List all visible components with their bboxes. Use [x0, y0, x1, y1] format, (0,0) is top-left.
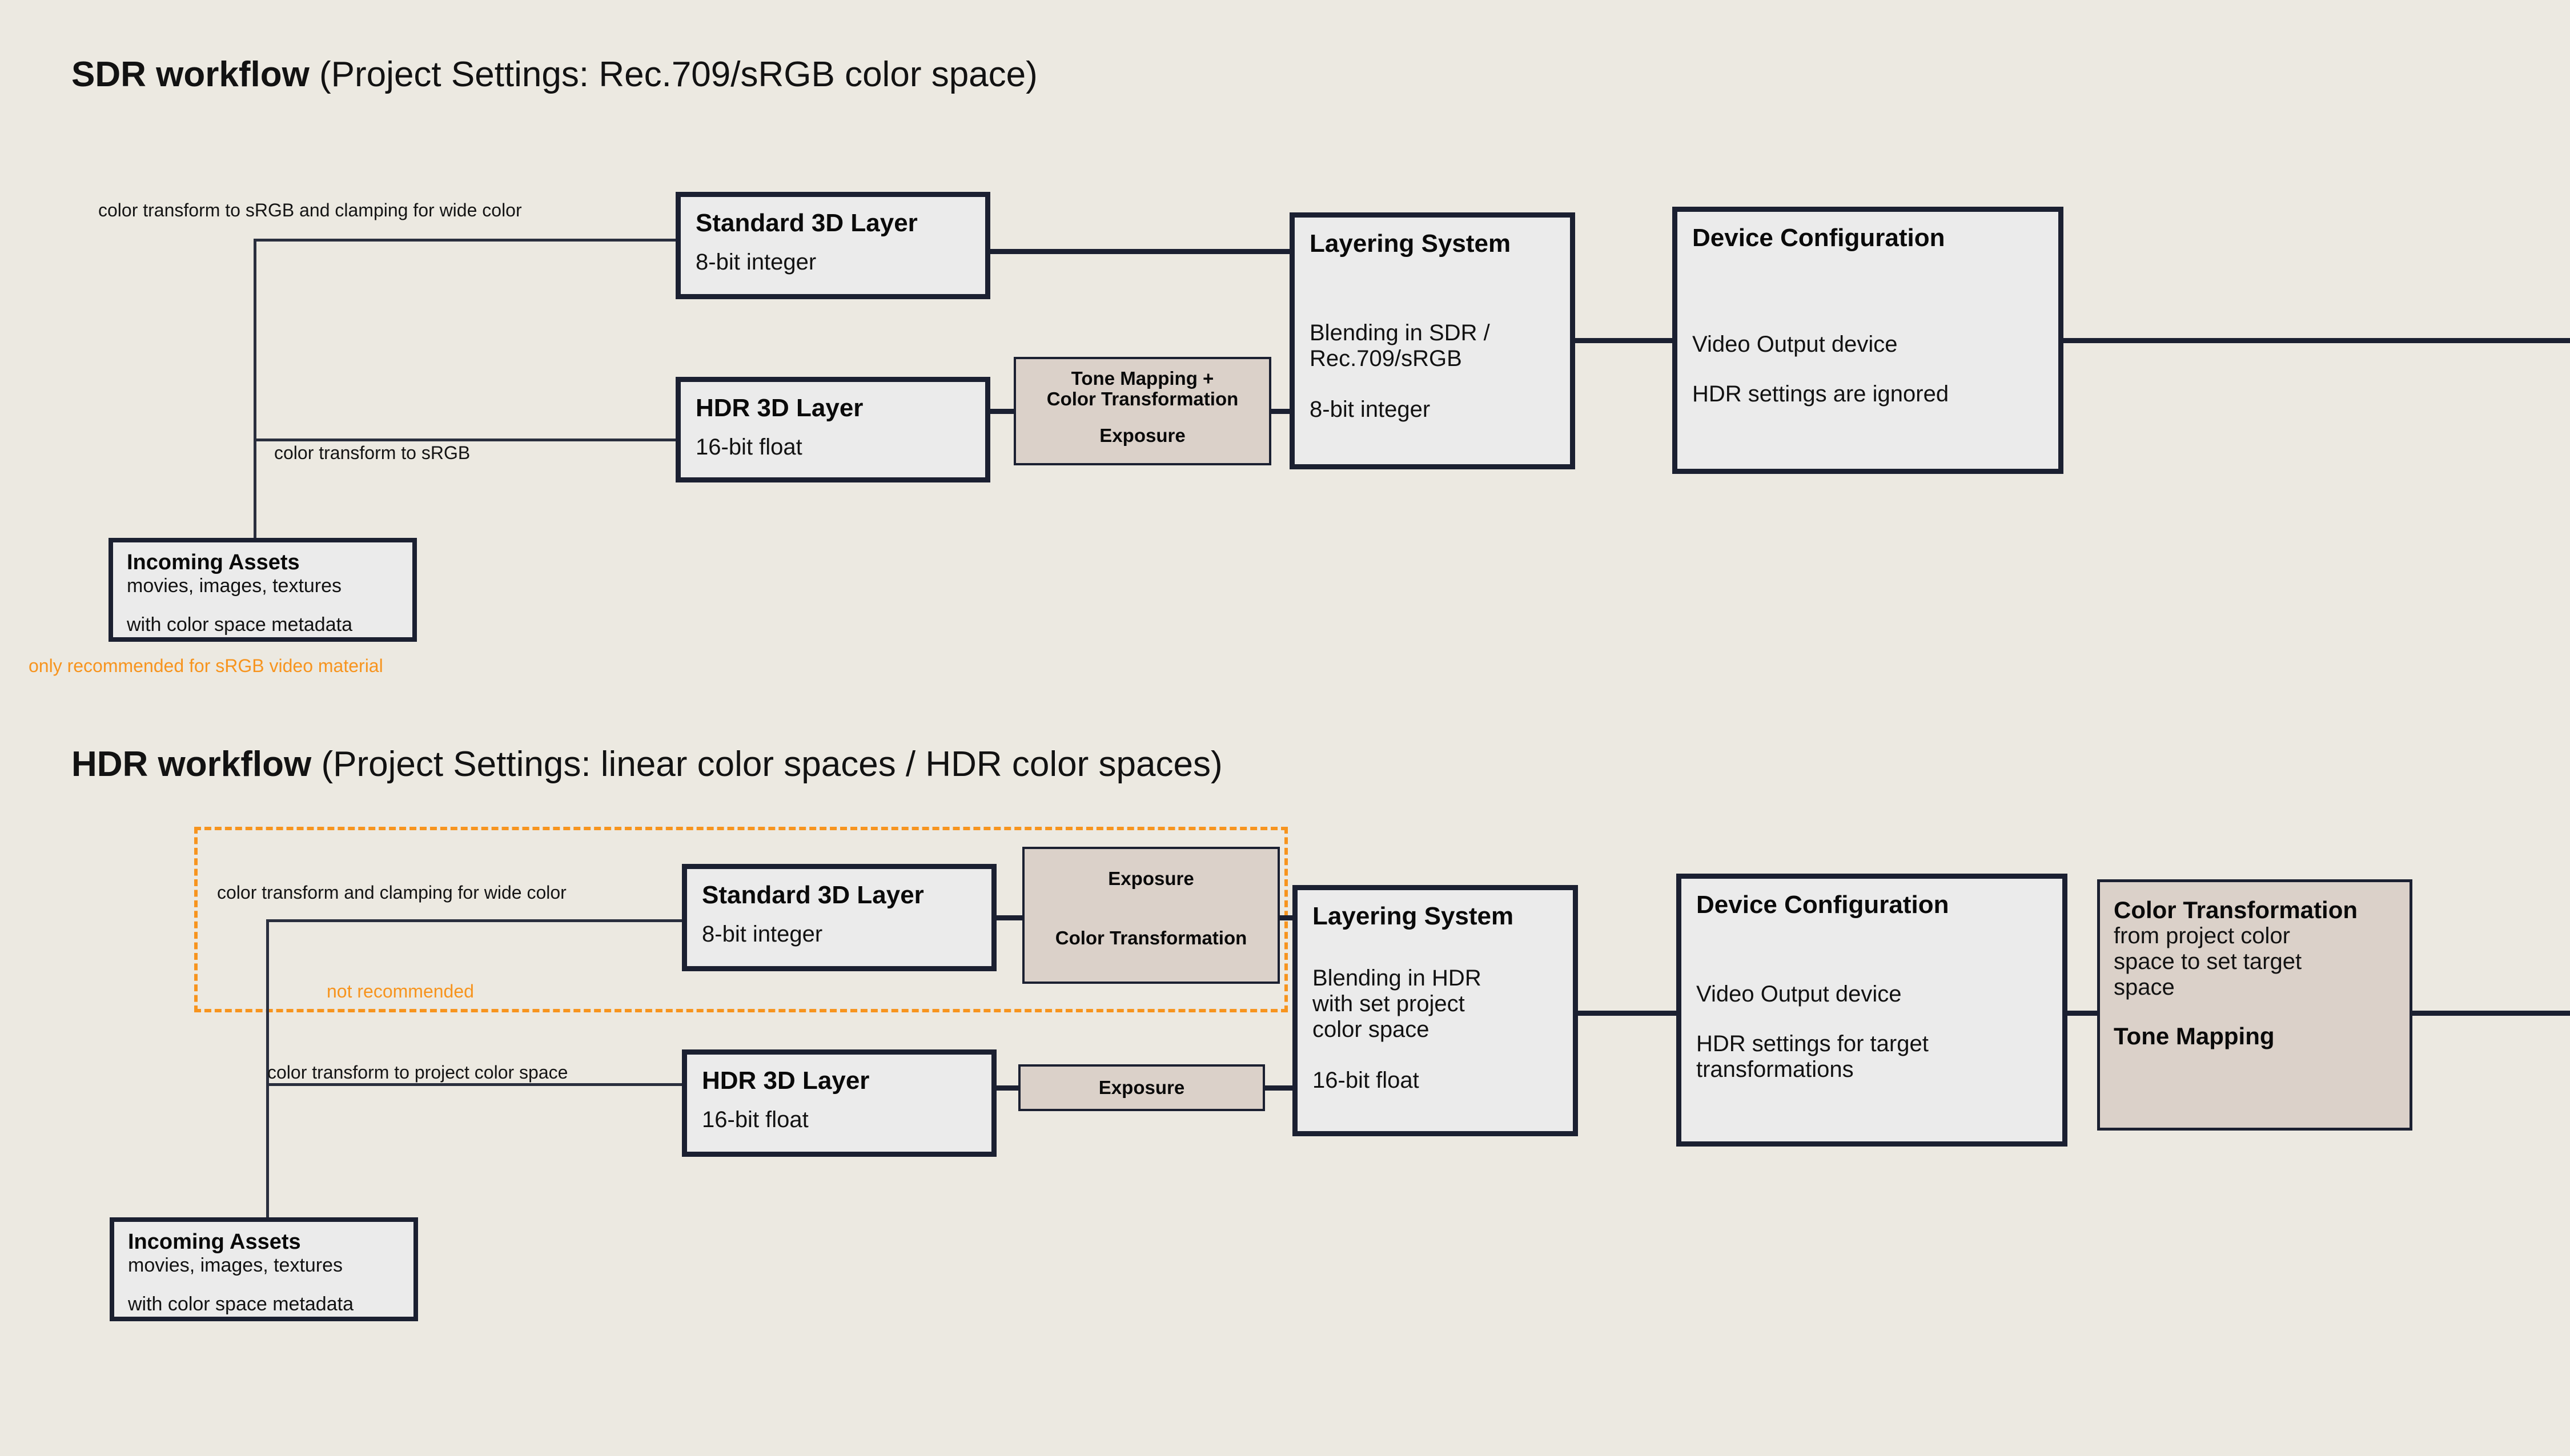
hdr-not-recommended-label: not recommended [327, 981, 474, 1001]
sdr-link-layering-to-device [1571, 338, 1677, 343]
hdr-assets-sub2: with color space metadata [128, 1293, 354, 1315]
hdr-exposure-bottom-line1: Exposure [1098, 1077, 1185, 1099]
sdr-assets-title: Incoming Assets [127, 550, 300, 574]
hdr-colortransform-title: Color Transformation [2114, 896, 2358, 923]
sdr-tone-mapping-line2: Color Transformation [1046, 388, 1239, 409]
sdr-link-standard-to-layering [986, 249, 1294, 254]
hdr-incoming-assets-node[interactable]: Incoming Assets movies, images, textures… [110, 1217, 418, 1321]
sdr-branch-to-hdr [254, 439, 679, 441]
hdr-exposure-node[interactable]: Exposure [1018, 1064, 1265, 1111]
hdr-standard-3d-layer-node[interactable]: Standard 3D Layer 8-bit integer [682, 864, 997, 971]
sdr-layering-sub2: Rec.709/sRGB [1310, 346, 1462, 372]
sdr-hdr-layer-sub: 16-bit float [696, 435, 802, 460]
sdr-standard-3d-layer-node[interactable]: Standard 3D Layer 8-bit integer [676, 192, 990, 299]
hdr-layering-system-node[interactable]: Layering System Blending in HDR with set… [1292, 885, 1578, 1136]
hdr-hdr-layer-sub: 16-bit float [702, 1107, 809, 1133]
sdr-assets-sub2: with color space metadata [127, 613, 352, 636]
sdr-tone-mapping-line3: Exposure [1099, 425, 1186, 447]
sdr-title-light: (Project Settings: Rec.709/sRGB color sp… [309, 55, 1038, 94]
hdr-edge-label-standard: color transform and clamping for wide co… [217, 882, 567, 903]
hdr-exposure-colortransform-node[interactable]: Exposure Color Transformation [1022, 847, 1280, 984]
sdr-link-tonemap-to-layering [1267, 409, 1294, 414]
sdr-device-configuration-node[interactable]: Device Configuration Video Output device… [1672, 207, 2063, 474]
hdr-link-hdrlayer-to-exposure [993, 1085, 1022, 1091]
sdr-title-strong: SDR workflow [71, 55, 310, 94]
sdr-standard-layer-sub: 8-bit integer [696, 250, 817, 275]
hdr-device-sub2: HDR settings for target [1696, 1031, 1929, 1057]
sdr-trunk-vertical [254, 240, 256, 542]
sdr-section-title: SDR workflow (Project Settings: Rec.709/… [71, 57, 1038, 92]
hdr-colortransform-sub2: space to set target [2114, 948, 2302, 974]
sdr-layering-title: Layering System [1310, 230, 1511, 258]
hdr-layering-title: Layering System [1312, 902, 1514, 930]
sdr-hdr-layer-title: HDR 3D Layer [696, 394, 864, 422]
sdr-branch-to-standard [254, 239, 679, 242]
hdr-section-title: HDR workflow (Project Settings: linear c… [71, 747, 1223, 782]
hdr-colortransform-sub1: from project color [2114, 923, 2290, 949]
hdr-exposure-top-line1: Exposure [1108, 868, 1194, 889]
hdr-assets-sub1: movies, images, textures [128, 1254, 343, 1276]
hdr-link-layering-to-device [1573, 1011, 1681, 1016]
hdr-link-exposure-to-layering [1275, 915, 1297, 920]
hdr-device-sub1: Video Output device [1696, 982, 1902, 1007]
hdr-device-sub3: transformations [1696, 1056, 1854, 1082]
sdr-device-title: Device Configuration [1692, 224, 1945, 252]
sdr-layering-system-node[interactable]: Layering System Blending in SDR / Rec.70… [1290, 212, 1575, 469]
sdr-link-device-to-output [2059, 338, 2570, 343]
sdr-device-sub1: Video Output device [1692, 332, 1898, 357]
sdr-assets-sub1: movies, images, textures [127, 574, 342, 597]
hdr-exposure-top-line2: Color Transformation [1055, 927, 1247, 949]
hdr-device-configuration-node[interactable]: Device Configuration Video Output device… [1676, 874, 2067, 1147]
hdr-colortransform-tonemapping: Tone Mapping [2114, 1022, 2275, 1049]
sdr-layering-sub1: Blending in SDR / [1310, 320, 1490, 346]
hdr-colortransform-sub3: space [2114, 974, 2175, 1000]
sdr-tone-mapping-line1: Tone Mapping + [1071, 368, 1214, 389]
hdr-layering-sub1: Blending in HDR [1312, 966, 1481, 991]
hdr-edge-label-hdr: color transform to project color space [267, 1062, 568, 1083]
sdr-standard-layer-title: Standard 3D Layer [696, 209, 918, 237]
hdr-branch-to-standard [266, 919, 682, 922]
hdr-color-transformation-node[interactable]: Color Transformation from project color … [2097, 879, 2412, 1131]
sdr-tone-mapping-node[interactable]: Tone Mapping + Color Transformation Expo… [1014, 357, 1271, 465]
hdr-link-device-to-colortransform [2063, 1011, 2102, 1016]
sdr-device-sub2: HDR settings are ignored [1692, 381, 1949, 407]
hdr-layering-sub3: color space [1312, 1016, 1429, 1042]
sdr-link-hdrlayer-to-tonemap [986, 409, 1018, 414]
sdr-edge-label-hdr: color transform to sRGB [274, 443, 471, 463]
sdr-layering-sub3: 8-bit integer [1310, 396, 1431, 422]
hdr-hdr-3d-layer-node[interactable]: HDR 3D Layer 16-bit float [682, 1049, 997, 1157]
hdr-link-exposure2-to-layering [1261, 1085, 1297, 1091]
sdr-incoming-assets-node[interactable]: Incoming Assets movies, images, textures… [109, 538, 417, 642]
hdr-layering-sub2: with set project [1312, 991, 1465, 1017]
hdr-standard-layer-sub: 8-bit integer [702, 922, 823, 947]
hdr-link-standard-to-exposure [993, 915, 1026, 920]
hdr-hdr-layer-title: HDR 3D Layer [702, 1067, 870, 1095]
hdr-link-colortransform-to-output [2408, 1011, 2570, 1016]
sdr-warning-text: only recommended for sRGB video material [29, 655, 383, 676]
hdr-branch-to-hdrlayer [266, 1083, 682, 1086]
hdr-trunk-vertical [266, 920, 269, 1223]
hdr-standard-layer-title: Standard 3D Layer [702, 881, 924, 909]
hdr-assets-title: Incoming Assets [128, 1230, 301, 1254]
hdr-layering-sub4: 16-bit float [1312, 1067, 1419, 1093]
hdr-device-title: Device Configuration [1696, 891, 1949, 919]
sdr-hdr-3d-layer-node[interactable]: HDR 3D Layer 16-bit float [676, 377, 990, 482]
hdr-title-light: (Project Settings: linear color spaces /… [311, 745, 1223, 784]
sdr-edge-label-standard: color transform to sRGB and clamping for… [98, 200, 522, 220]
hdr-title-strong: HDR workflow [71, 745, 312, 784]
